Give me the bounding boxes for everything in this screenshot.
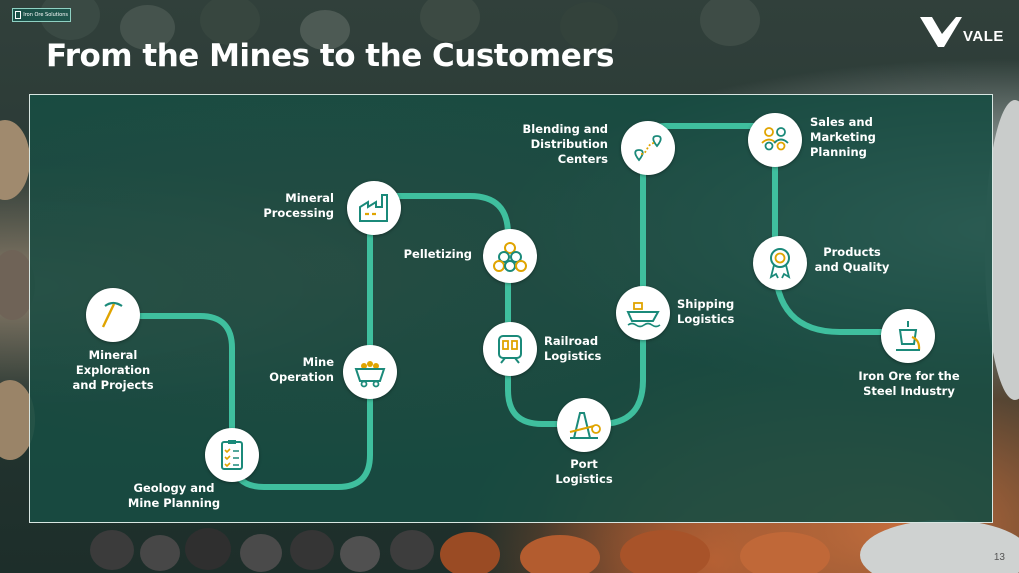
train-icon bbox=[492, 331, 528, 367]
award-ribbon-icon bbox=[762, 245, 798, 281]
step-label-mine-operation: Mine Operation bbox=[252, 355, 334, 385]
step-node-sales-marketing bbox=[748, 113, 802, 167]
step-node-iron-ore-steel bbox=[881, 309, 935, 363]
step-label-sales-marketing: Sales and Marketing Planning bbox=[810, 115, 910, 160]
step-node-shipping-logistics bbox=[616, 286, 670, 340]
step-label-geology-mine-planning: Geology and Mine Planning bbox=[122, 481, 226, 511]
step-node-port-logistics bbox=[557, 398, 611, 452]
step-label-pelletizing: Pelletizing bbox=[386, 247, 472, 262]
ladle-icon bbox=[890, 318, 926, 354]
step-label-iron-ore-steel: Iron Ore for the Steel Industry bbox=[850, 369, 968, 399]
step-node-products-quality bbox=[753, 236, 807, 290]
people-icon bbox=[757, 122, 793, 158]
step-label-railroad-logistics: Railroad Logistics bbox=[544, 334, 634, 364]
step-node-blending-distribution bbox=[621, 121, 675, 175]
step-label-shipping-logistics: Shipping Logistics bbox=[677, 297, 767, 327]
step-node-mineral-exploration bbox=[86, 288, 140, 342]
step-node-geology-mine-planning bbox=[205, 428, 259, 482]
factory-icon bbox=[356, 190, 392, 226]
port-crane-icon bbox=[566, 407, 602, 443]
step-node-railroad-logistics bbox=[483, 322, 537, 376]
page-number: 13 bbox=[994, 552, 1005, 563]
step-node-mine-operation bbox=[343, 345, 397, 399]
checklist-icon bbox=[214, 437, 250, 473]
step-node-mineral-processing bbox=[347, 181, 401, 235]
step-label-mineral-exploration: Mineral Exploration and Projects bbox=[63, 348, 163, 393]
mine-cart-icon bbox=[352, 354, 388, 390]
step-label-port-logistics: Port Logistics bbox=[542, 457, 626, 487]
step-label-products-quality: Products and Quality bbox=[806, 245, 898, 275]
route-pin-icon bbox=[630, 130, 666, 166]
step-node-pelletizing bbox=[483, 229, 537, 283]
step-label-mineral-processing: Mineral Processing bbox=[240, 191, 334, 221]
pickaxe-icon bbox=[95, 297, 131, 333]
step-label-blending-distribution: Blending and Distribution Centers bbox=[500, 122, 608, 167]
ship-icon bbox=[625, 295, 661, 331]
pellets-icon bbox=[492, 238, 528, 274]
